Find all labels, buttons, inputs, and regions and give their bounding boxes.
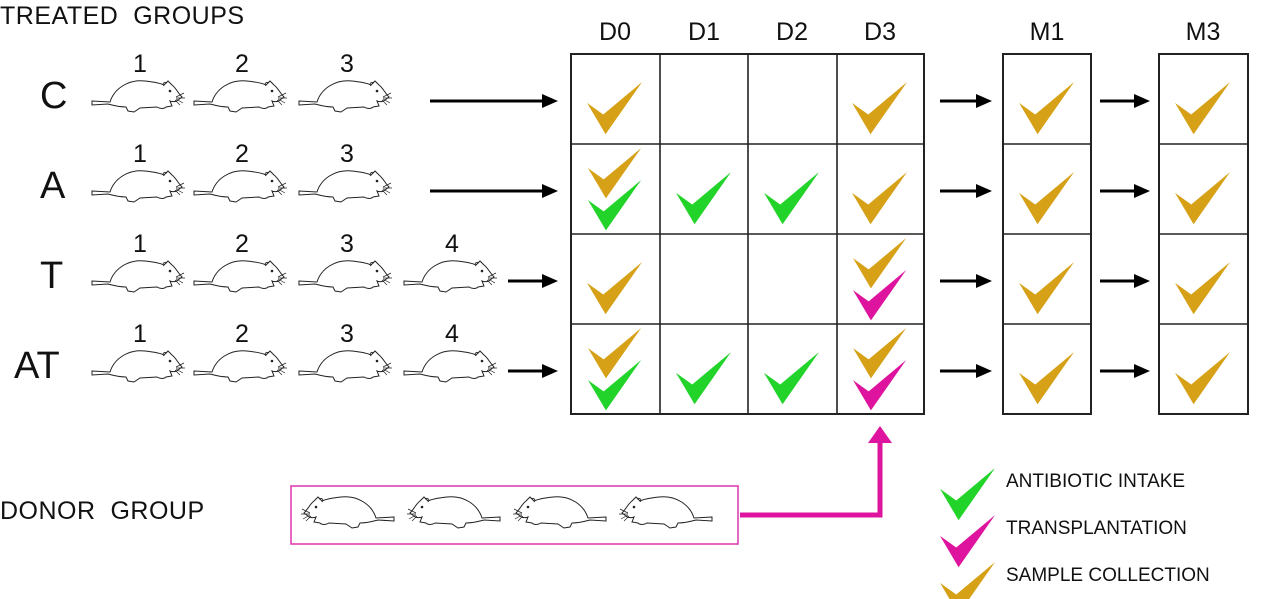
group-label-t: T bbox=[40, 255, 64, 297]
donor-group-title: DONOR GROUP bbox=[0, 497, 205, 525]
m1-arrow-head bbox=[976, 274, 992, 288]
column-header-d3: D3 bbox=[864, 18, 896, 46]
donor-mouse-icon bbox=[406, 496, 501, 529]
column-header-m1: M1 bbox=[1029, 18, 1065, 46]
transplant-arrow-head bbox=[868, 426, 892, 443]
antibiotic-check-icon bbox=[764, 172, 820, 225]
mouse-icon bbox=[298, 350, 393, 383]
m3-arrow-head bbox=[1134, 364, 1150, 378]
animal-number: 3 bbox=[340, 320, 354, 348]
mouse-icon bbox=[91, 350, 186, 383]
mouse-icon bbox=[193, 80, 288, 113]
antibiotic-check-icon bbox=[676, 352, 732, 405]
legend-label-sample: SAMPLE COLLECTION bbox=[1006, 565, 1210, 586]
sample-check-icon bbox=[1019, 82, 1075, 135]
mouse-icon bbox=[298, 260, 393, 293]
donor-mouse-icon bbox=[512, 496, 607, 529]
mouse-icon bbox=[91, 260, 186, 293]
mouse-icon bbox=[91, 80, 186, 113]
mouse-icon bbox=[298, 80, 393, 113]
sample-check-icon bbox=[1019, 352, 1075, 405]
sample-check-icon bbox=[853, 238, 907, 289]
column-header-d0: D0 bbox=[599, 18, 631, 46]
row-arrow-head bbox=[542, 364, 558, 378]
mouse-icon bbox=[193, 170, 288, 203]
row-arrow-head bbox=[542, 184, 558, 198]
mouse-icon bbox=[193, 260, 288, 293]
sample-check-icon bbox=[853, 328, 907, 379]
group-label-a: A bbox=[40, 165, 66, 207]
legend-antibiotic-check-icon bbox=[940, 468, 996, 521]
mouse-icon bbox=[403, 260, 498, 293]
animal-number: 2 bbox=[235, 50, 249, 78]
animal-number: 1 bbox=[133, 140, 147, 168]
group-label-c: C bbox=[40, 75, 68, 117]
sample-check-icon bbox=[587, 82, 643, 135]
sample-check-icon bbox=[1175, 82, 1231, 135]
sample-check-icon bbox=[852, 172, 908, 225]
m3-arrow-head bbox=[1134, 274, 1150, 288]
treated-groups-title: TREATED GROUPS bbox=[0, 2, 245, 30]
animal-number: 1 bbox=[133, 50, 147, 78]
legend-sample-check-icon bbox=[940, 562, 996, 599]
group-label-at: AT bbox=[14, 345, 60, 387]
sample-check-icon bbox=[1019, 172, 1075, 225]
animal-number: 1 bbox=[133, 320, 147, 348]
sample-check-icon bbox=[587, 262, 643, 315]
antibiotic-check-icon bbox=[676, 172, 732, 225]
antibiotic-check-icon bbox=[764, 352, 820, 405]
m1-arrow-head bbox=[976, 94, 992, 108]
transplantation-check-icon bbox=[853, 360, 907, 411]
animal-number: 4 bbox=[445, 320, 459, 348]
legend-label-transplantation: TRANSPLANTATION bbox=[1006, 518, 1187, 539]
column-header-d1: D1 bbox=[688, 18, 720, 46]
mouse-icon bbox=[91, 170, 186, 203]
m1-arrow-head bbox=[976, 184, 992, 198]
sample-check-icon bbox=[1175, 262, 1231, 315]
donor-mouse-icon bbox=[618, 496, 713, 529]
donor-mouse-icon bbox=[300, 496, 395, 529]
transplantation-check-icon bbox=[853, 270, 907, 321]
sample-check-icon bbox=[588, 148, 642, 199]
m3-arrow-head bbox=[1134, 184, 1150, 198]
legend-transplantation-check-icon bbox=[940, 515, 996, 568]
animal-number: 3 bbox=[340, 50, 354, 78]
column-header-m3: M3 bbox=[1185, 18, 1221, 46]
donor-group-box bbox=[290, 485, 739, 545]
transplant-arrow-shaft bbox=[740, 440, 883, 518]
row-arrow-head bbox=[542, 94, 558, 108]
sample-check-icon bbox=[588, 328, 642, 379]
antibiotic-check-icon bbox=[588, 180, 642, 231]
legend-label-antibiotic: ANTIBIOTIC INTAKE bbox=[1006, 471, 1186, 492]
animal-number: 1 bbox=[133, 230, 147, 258]
mouse-icon bbox=[403, 350, 498, 383]
mouse-icon bbox=[298, 170, 393, 203]
animal-number: 2 bbox=[235, 320, 249, 348]
animal-number: 4 bbox=[445, 230, 459, 258]
m3-arrow-head bbox=[1134, 94, 1150, 108]
sample-check-icon bbox=[1175, 172, 1231, 225]
mouse-icon bbox=[193, 350, 288, 383]
animal-number: 2 bbox=[235, 140, 249, 168]
column-header-d2: D2 bbox=[776, 18, 808, 46]
animal-number: 2 bbox=[235, 230, 249, 258]
antibiotic-check-icon bbox=[588, 360, 642, 411]
animal-number: 3 bbox=[340, 230, 354, 258]
sample-check-icon bbox=[1019, 262, 1075, 315]
m1-arrow-head bbox=[976, 364, 992, 378]
sample-check-icon bbox=[852, 82, 908, 135]
animal-number: 3 bbox=[340, 140, 354, 168]
sample-check-icon bbox=[1175, 352, 1231, 405]
row-arrow-head bbox=[542, 274, 558, 288]
